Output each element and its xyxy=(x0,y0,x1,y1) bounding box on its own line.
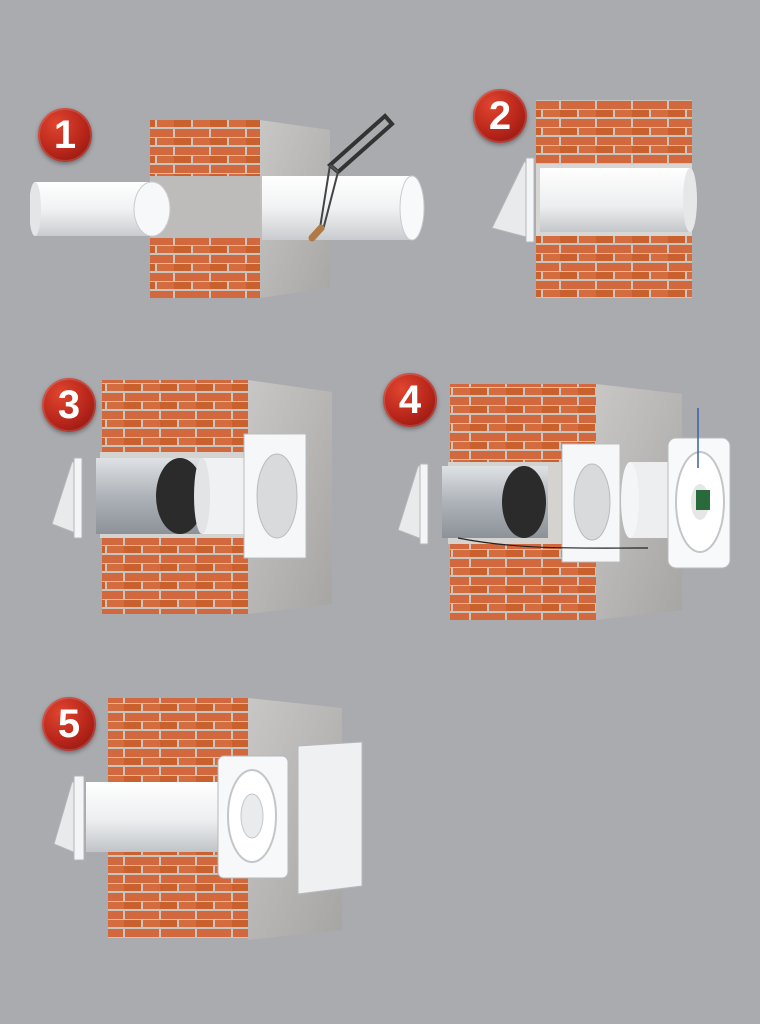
step-5-number: 5 xyxy=(57,702,81,746)
step-4-badge: 4 xyxy=(383,373,437,427)
pipe-insert xyxy=(540,168,697,232)
step-1-number: 1 xyxy=(53,113,77,157)
fan-icon xyxy=(217,755,289,879)
outer-hood xyxy=(398,463,429,545)
hacksaw-icon xyxy=(308,113,395,242)
step-1-illustration xyxy=(30,110,430,305)
step-3-illustration xyxy=(52,374,352,619)
filter-disc xyxy=(156,458,204,534)
white-pipe xyxy=(86,782,236,852)
step-3-number: 3 xyxy=(57,383,81,427)
step-3-badge: 3 xyxy=(42,378,96,432)
inner-mounting-plate xyxy=(243,433,307,559)
power-cable xyxy=(457,537,649,549)
step-2-illustration xyxy=(488,100,698,300)
step-5-illustration xyxy=(52,694,372,944)
pipe-left xyxy=(30,181,171,237)
filter-disc xyxy=(502,466,546,538)
inner-mounting-plate xyxy=(561,443,621,563)
pipe-right xyxy=(262,175,425,241)
step-2-badge: 2 xyxy=(473,89,527,143)
outer-hood xyxy=(491,157,535,243)
step-4-number: 4 xyxy=(398,378,422,422)
wall-grille-icon xyxy=(297,741,363,895)
step-5-badge: 5 xyxy=(42,697,96,751)
outer-hood xyxy=(53,775,85,861)
step-4-illustration xyxy=(398,378,738,628)
outer-hood xyxy=(52,457,83,539)
step-1-badge: 1 xyxy=(38,108,92,162)
fan-icon xyxy=(667,408,731,569)
step-2-number: 2 xyxy=(488,94,512,138)
